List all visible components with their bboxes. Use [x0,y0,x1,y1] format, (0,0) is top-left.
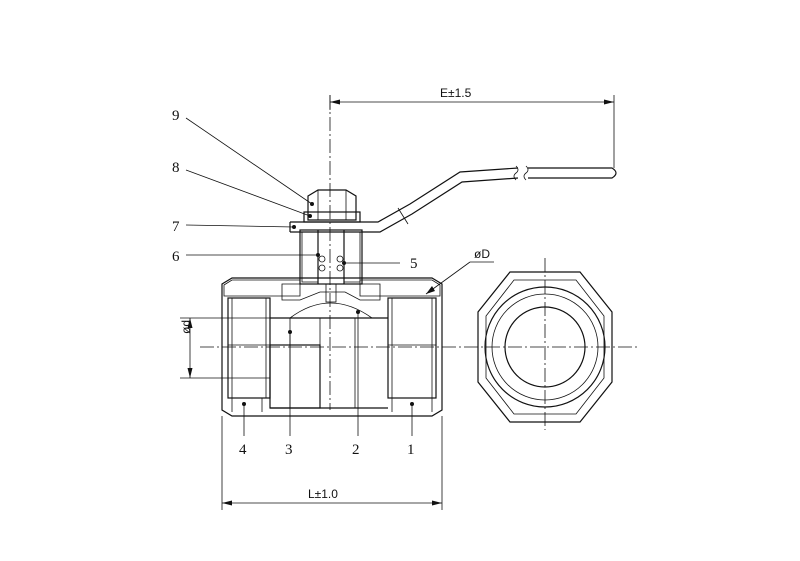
part-number-5: 5 [410,256,418,272]
dimension-od: øD [425,247,494,295]
callout-7: 7 [172,219,296,235]
callout-6: 6 [172,249,320,265]
dimension-bore-label: ød [179,320,193,334]
callout-3: 3 [285,330,293,458]
callout-2: 2 [352,310,360,458]
callout-4: 4 [239,402,247,458]
callout-1: 1 [407,402,415,458]
valve-body-section [221,277,443,417]
dimension-l-label: L±1.0 [308,487,338,501]
dimension-bore: ød [179,317,270,379]
part-number-9: 9 [172,108,180,124]
dimension-l: L±1.0 [221,416,443,510]
part-number-1: 1 [407,442,415,458]
part-number-4: 4 [239,442,247,458]
callout-5: 5 [342,256,418,272]
callout-8: 8 [172,160,312,218]
part-number-6: 6 [172,249,180,265]
part-number-8: 8 [172,160,180,176]
callout-9: 9 [172,108,314,206]
stem-assembly [299,229,363,303]
stem-nut [303,189,361,223]
part-number-3: 3 [285,442,293,458]
part-number-7: 7 [172,219,180,235]
dimension-e: E±1.5 [329,86,615,168]
part-number-2: 2 [352,442,360,458]
dimension-od-label: øD [474,247,490,261]
dimension-e-label: E±1.5 [440,86,472,100]
end-view [477,271,613,423]
